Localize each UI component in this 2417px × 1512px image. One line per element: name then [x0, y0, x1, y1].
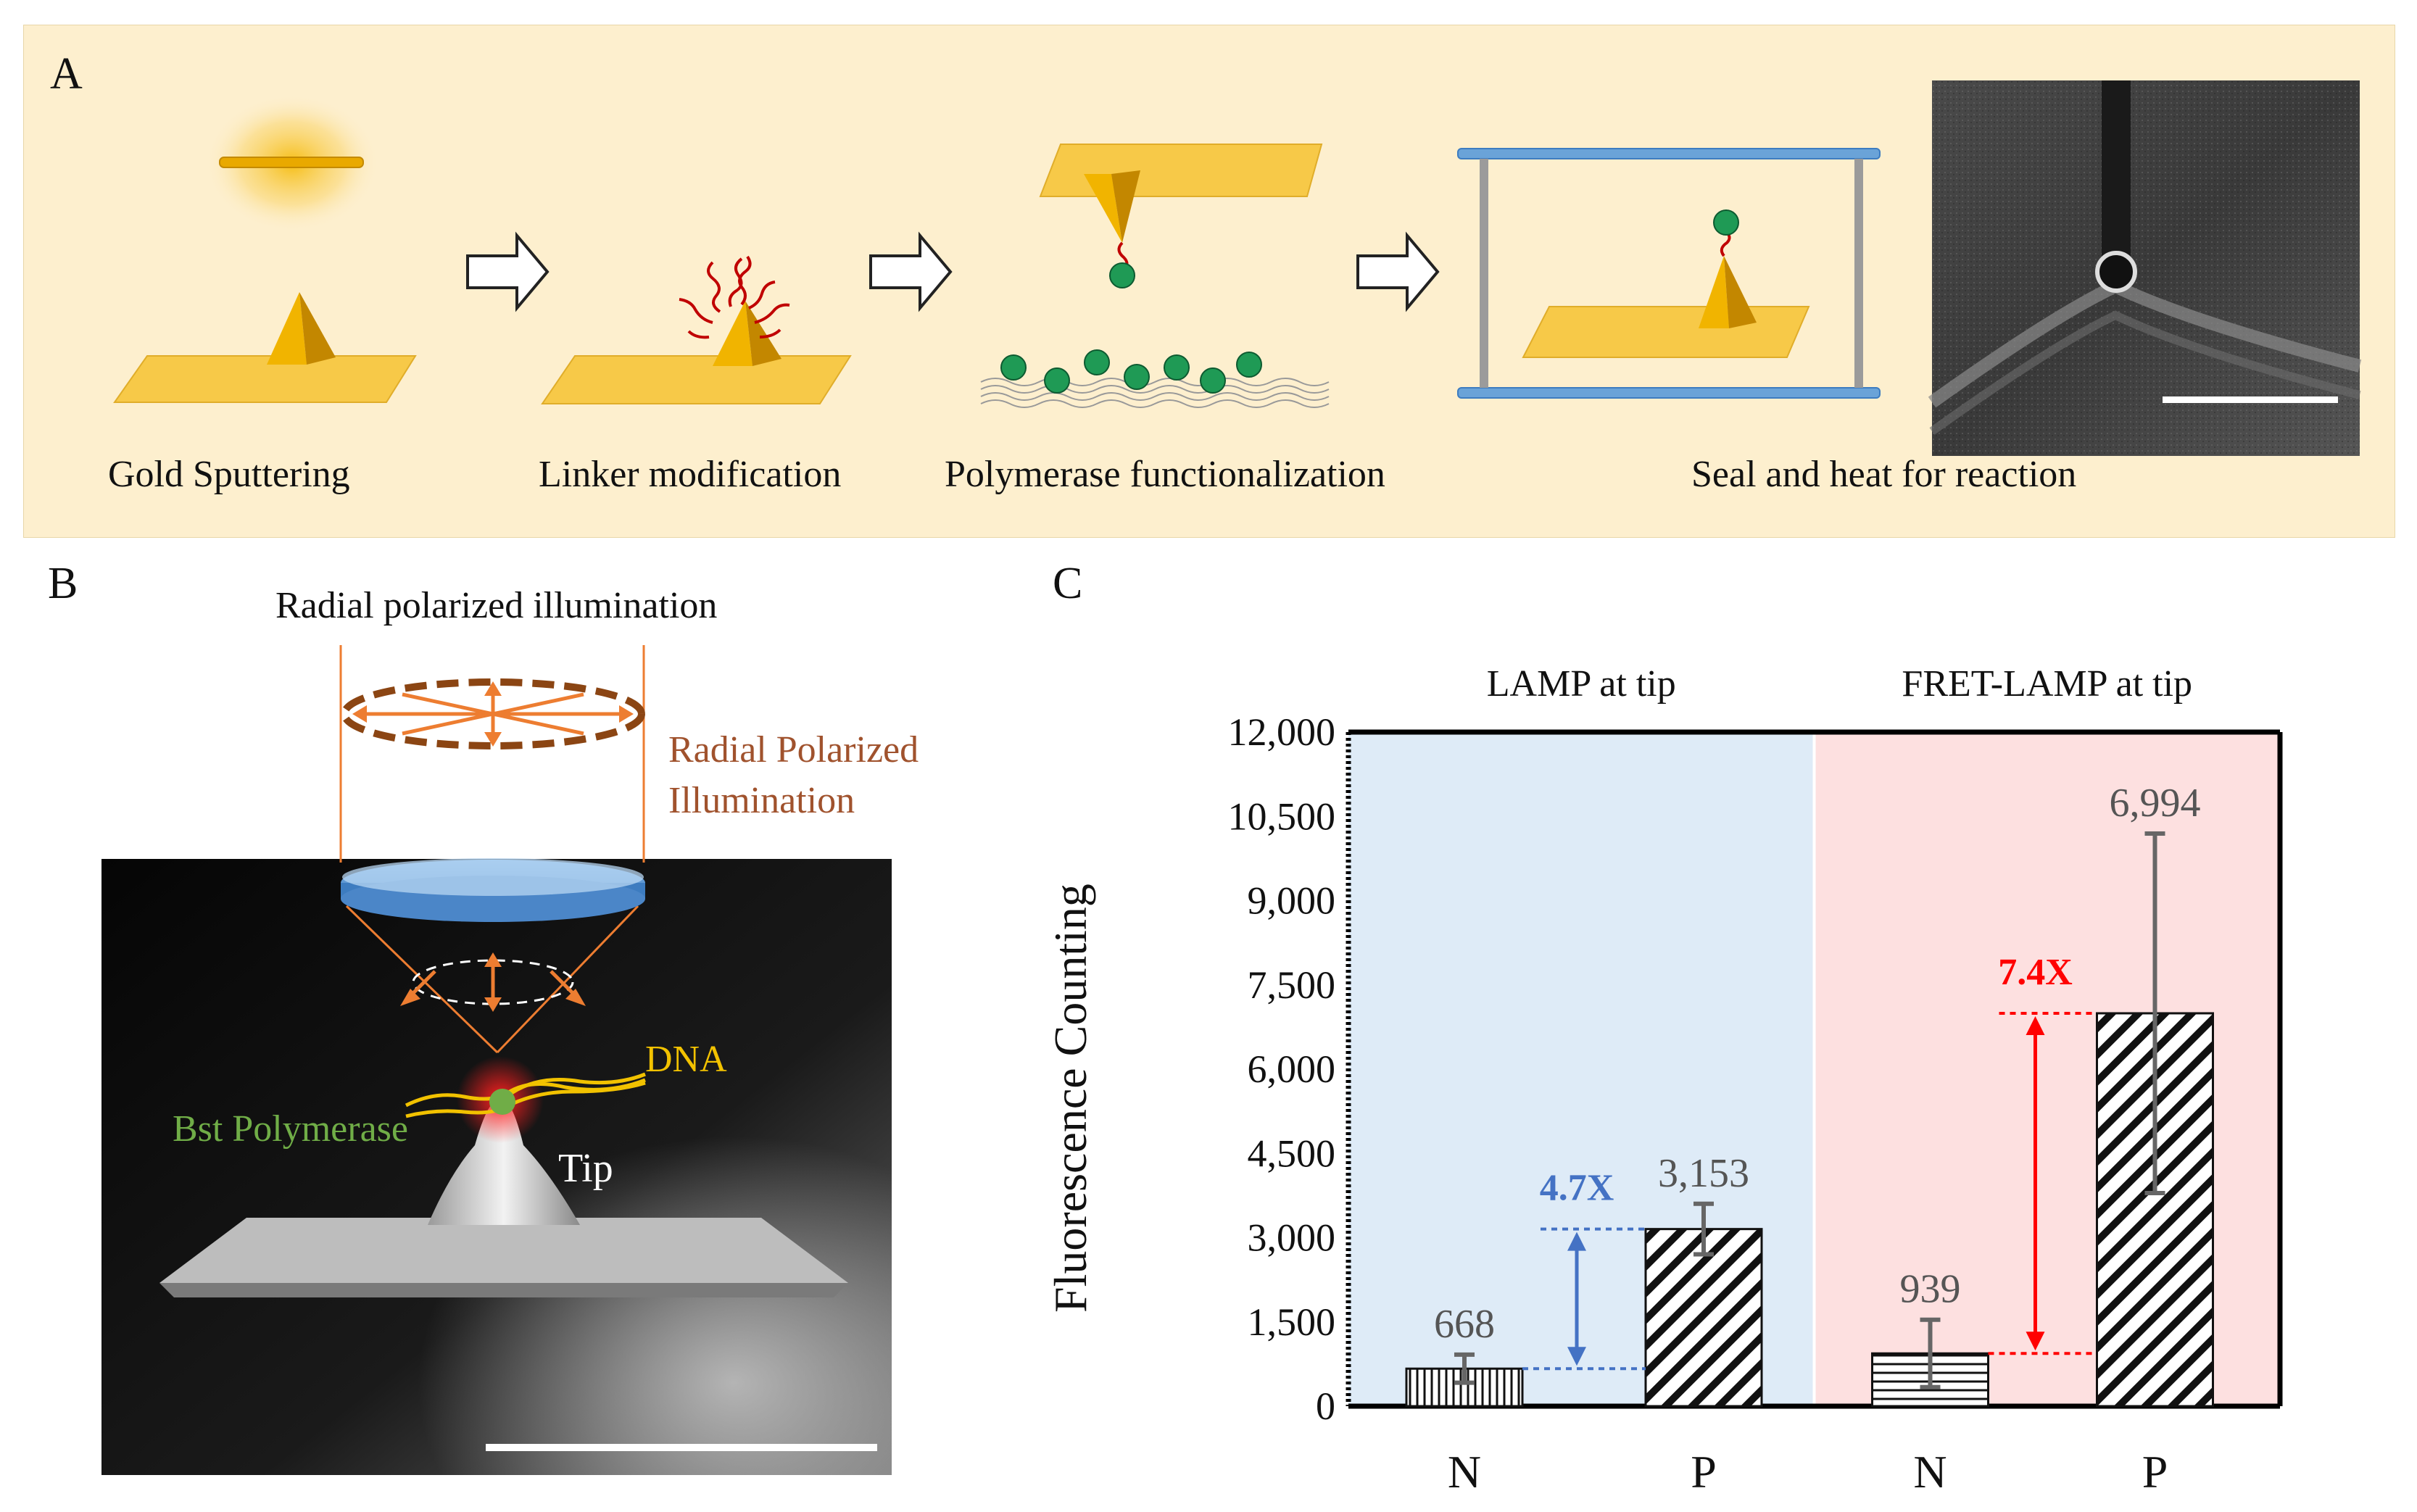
- bar-p: [1644, 1228, 1763, 1408]
- x-tick-label: N: [1448, 1446, 1481, 1498]
- y-tick-label: 0: [1316, 1384, 1335, 1428]
- data-label: 939: [1900, 1267, 1961, 1312]
- step-label-gold-sputtering: Gold Sputtering: [108, 454, 350, 495]
- fold-arrow-head: [1567, 1231, 1586, 1251]
- radial-arrows-icon: [355, 686, 631, 742]
- scale-bar: [486, 1444, 877, 1451]
- x-tick-label: P: [2142, 1446, 2168, 1498]
- panel-a: A: [23, 25, 2395, 538]
- seal-chamber-illustration: [1457, 148, 1881, 399]
- radial-polarized-label: Radial Polarized: [668, 729, 919, 770]
- linker-modification-illustration: [541, 255, 852, 404]
- panel-a-letter: A: [50, 49, 83, 99]
- y-tick-label: 4,500: [1248, 1131, 1336, 1175]
- fold-change-label: 7.4X: [1998, 952, 2073, 993]
- y-tick-label: 9,000: [1248, 879, 1336, 923]
- polymerase-functionalization-illustration: [980, 144, 1330, 408]
- step-label-polymerase-functionalization: Polymerase functionalization: [945, 454, 1385, 495]
- fluorescence-bar-chart: 0 1,500 3,000 4,500 6,000 7,500 9,000 10,500 12,…: [1045, 663, 2283, 1498]
- arrow-icon: [869, 231, 953, 312]
- bst-polymerase-label: Bst Polymerase: [173, 1108, 408, 1150]
- data-label: 6,994: [2110, 781, 2201, 826]
- group-label: LAMP at tip: [1487, 663, 1676, 705]
- fold-arrow-head: [1567, 1347, 1586, 1366]
- illumination-title: Radial polarized illumination: [275, 585, 718, 626]
- step-label-seal-and-heat: Seal and heat for reaction: [1691, 454, 2077, 495]
- x-tick-label: P: [1691, 1446, 1717, 1498]
- fold-arrow-head: [2026, 1015, 2045, 1035]
- illumination-label: Illumination: [668, 780, 855, 821]
- panel-b-letter: B: [48, 559, 78, 608]
- polymerase-dot: [489, 1089, 515, 1115]
- dna-label: DNA: [645, 1039, 727, 1080]
- y-tick-label: 10,500: [1228, 794, 1336, 838]
- illumination-schematic: [101, 645, 892, 1475]
- step-label-linker-modification: Linker modification: [539, 454, 842, 495]
- data-label: 3,153: [1658, 1151, 1749, 1196]
- panel-c-letter: C: [1053, 559, 1083, 608]
- arrow-icon: [466, 231, 550, 312]
- sem-micrograph-image: [1928, 80, 2362, 456]
- data-label: 668: [1434, 1302, 1495, 1347]
- y-tick-label: 12,000: [1228, 710, 1336, 754]
- tip-label: Tip: [558, 1146, 613, 1191]
- gold-sputtering-illustration: [113, 94, 417, 403]
- y-axis-label: Fluorescence Counting: [1045, 884, 1096, 1313]
- y-tick-label: 6,000: [1248, 1047, 1336, 1091]
- y-tick-label: 1,500: [1248, 1300, 1336, 1344]
- arrow-icon: [1356, 231, 1440, 312]
- panel-c: C 0 1,500 3,000 4,500 6,000 7,500 9,000 10,500 1…: [1015, 551, 2417, 1512]
- polarization-ring: [341, 678, 645, 749]
- panel-b: B Radial polarized illumination: [0, 551, 942, 1512]
- fold-change-label: 4.7X: [1540, 1168, 1614, 1209]
- panel-a-scheme: [113, 80, 2362, 456]
- y-tick-label: 7,500: [1248, 963, 1336, 1007]
- fold-arrow-head: [2026, 1332, 2045, 1351]
- y-tick-label: 3,000: [1248, 1216, 1336, 1260]
- group-label: FRET-LAMP at tip: [1902, 663, 2192, 705]
- tip-structure: [428, 1100, 580, 1225]
- x-tick-label: N: [1913, 1446, 1947, 1498]
